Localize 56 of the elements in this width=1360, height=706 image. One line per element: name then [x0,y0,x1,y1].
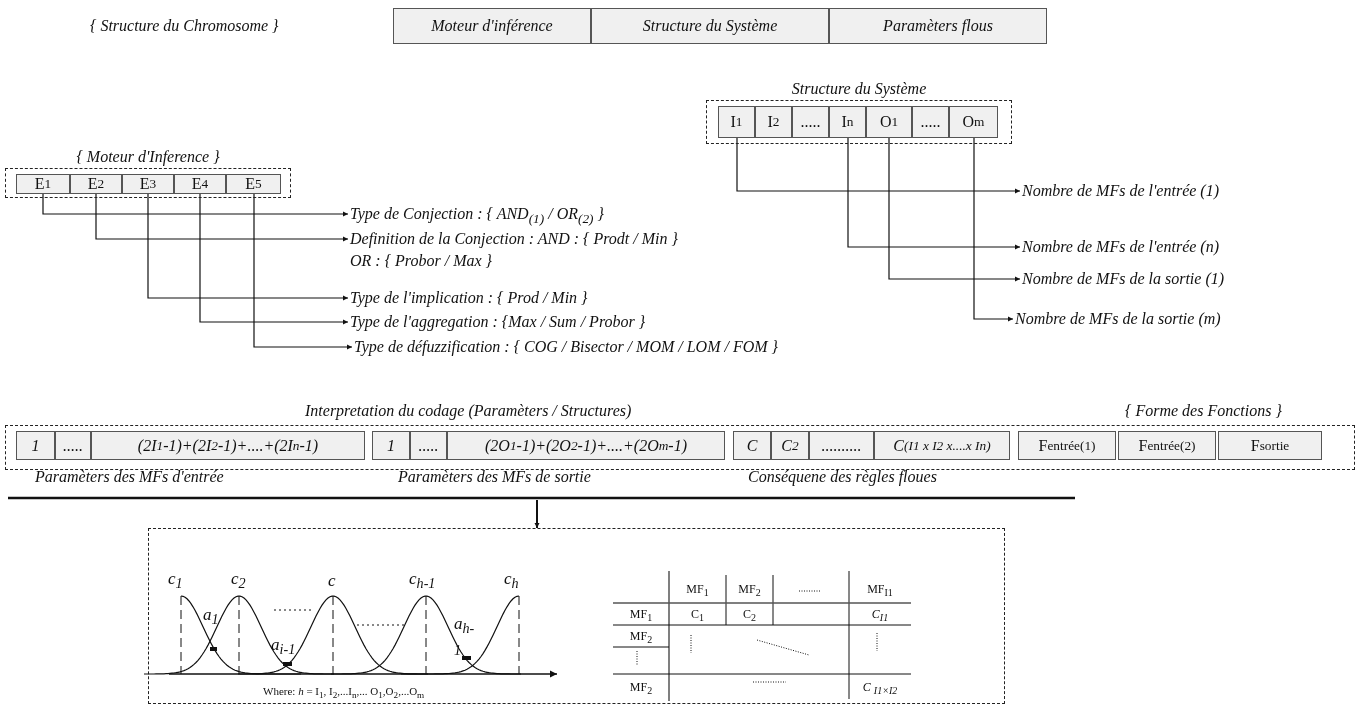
curve-label: c$_{h}$ [504,569,519,594]
leader-line [42,193,349,217]
table-entry: MF$_{2}$ [628,628,654,648]
table-entry: MF$_{1}$ [628,606,654,626]
gene-cell: 1 [372,431,410,460]
table-entry: MF$_{1}$ [685,581,710,601]
curve-label: a$_{i-1}$ [271,635,296,660]
gene-cell: C [733,431,771,460]
group-heading: { Forme des Fonctions } [1125,401,1282,421]
table-entry: C $_{I1×I2}$ [861,679,899,699]
leader-line [199,193,349,325]
gene-cell: .......... [809,431,874,460]
table-entry: C$_{I1}$ [870,606,890,626]
leader-line [973,137,1014,322]
curve-label: c$_{h-1}$ [409,569,436,594]
caption-text: Paramèters des MFs d'entrée [35,467,224,487]
table-entry: MF$_{2}$ [737,581,762,601]
leader-line [847,137,1021,250]
table-entry: C$_{1}$ [690,606,705,626]
gene-cell: ..... [410,431,447,460]
gene-cell: ..... [55,431,91,460]
description-text: Nombre de MFs de la sortie (m) [1015,308,1345,330]
description-text: Type de l'implication : { Prod / Min } [350,287,770,309]
description-text: Type de l'aggregation : {Max / Sum / Probor } [350,311,770,333]
caption-text: Paramèters des MFs de sortie [398,467,591,487]
table-entry: MF$_{2}$ [628,679,654,699]
gene-cell: Structure du Système [591,8,829,44]
leader-line [147,193,349,301]
description-text: Nombre de MFs de l'entrée (n) [1022,236,1342,258]
curve-label: c$_{1}$ [168,569,183,594]
group-heading: { Moteur d'Inference } [75,147,221,168]
curve-label: c [328,571,336,591]
description-text: Nombre de MFs de la sortie (1) [1022,268,1342,290]
leader-line [736,137,1021,194]
group-heading: Interpretation du codage (Paramèters / Structures) [305,401,632,422]
note-text: Where: h = I$_{1}$, I$_{2}$,...I$_{n}$,... O$_{1}$,O$_{2}$,...O$_{m}$ [263,684,425,703]
caption-text: { Structure du Chromosome } [90,16,279,36]
gene-cell: 1 [16,431,55,460]
description-text: Type de défuzzification : { COG / Bisector / MOM / LOM / FOM } [354,336,854,358]
gene-cell: Moteur d'inférence [393,8,591,44]
curve-label: c$_{2}$ [231,569,246,594]
arrow [534,499,540,529]
curve-label: a$_{1}$ [203,605,219,630]
group-heading: Structure du Système [790,79,928,100]
leader-line [253,193,353,350]
description-text: Type de Conjection : { AND$_{(1)}$ / OR$_{(2)}$ } [350,203,770,225]
gene-cell: ..... [792,106,829,138]
description-text: Nombre de MFs de l'entrée (1) [1022,180,1342,202]
gene-cell: ..... [912,106,949,138]
leader-line [888,137,1021,282]
gene-cell: Paramèters flous [829,8,1047,44]
table-entry: C$_{2}$ [742,606,757,626]
caption-text: Conséquene des règles floues [748,467,937,487]
description-text: Definition de la Conjection : AND : { Prodt / Min } OR : { Probor / Max } [350,228,690,276]
table-entry: MF$_{I1}$ [866,581,894,601]
leader-line [95,193,349,242]
